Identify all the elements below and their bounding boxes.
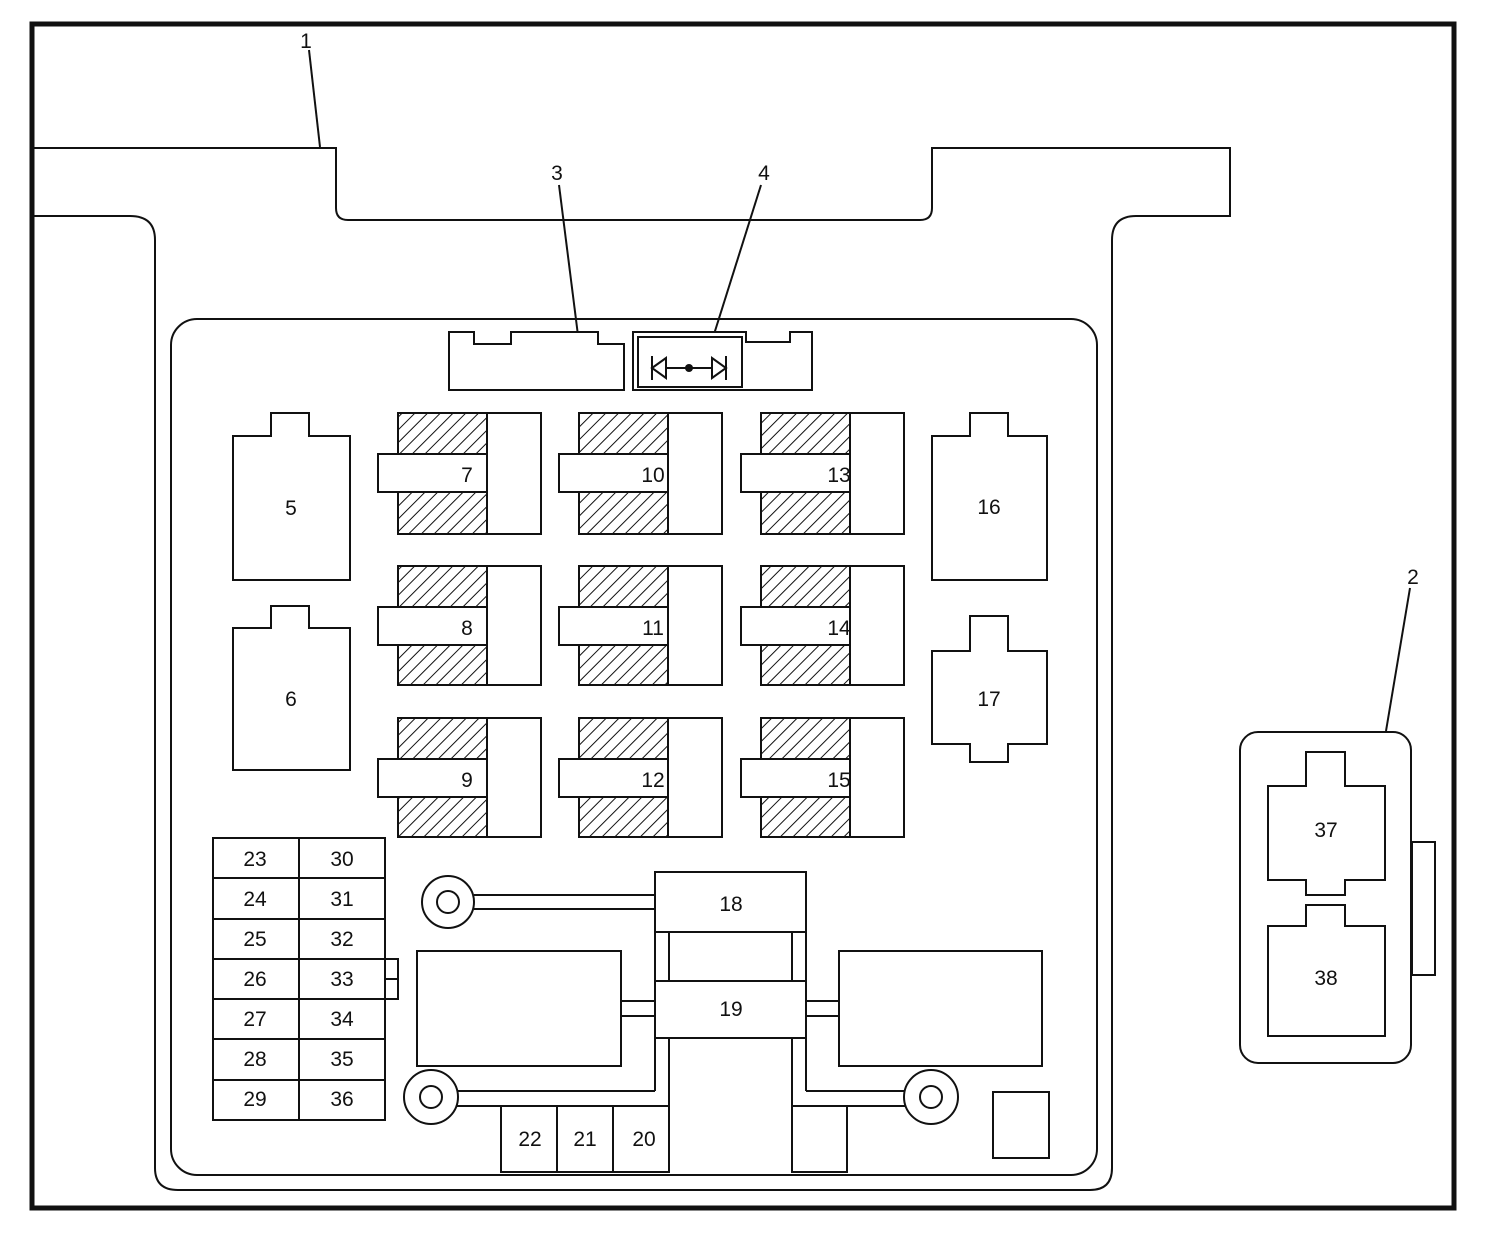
fuse-20: 20 (632, 1128, 655, 1151)
fusible-block-12: 12 (558, 717, 723, 838)
fusible-block-7-label: 7 (461, 464, 473, 487)
fusible-block-11: 11 (558, 565, 723, 686)
fuse-30: 30 (330, 848, 353, 871)
callout-3: 3 (551, 162, 563, 185)
relay-5: 5 (232, 412, 351, 581)
fusible-block-11-label: 11 (642, 617, 664, 640)
component-18-label: 18 (719, 893, 742, 916)
fuse-34: 34 (330, 1008, 354, 1031)
fuse-23: 23 (243, 848, 266, 871)
fusible-block-15: 15 (740, 717, 905, 838)
fuse-27: 27 (243, 1008, 266, 1031)
fuse-36: 36 (330, 1088, 353, 1111)
connector-3 (448, 331, 625, 391)
fusible-block-15-label: 15 (827, 769, 850, 792)
fusible-block-10: 10 (558, 412, 723, 535)
fuse-22: 22 (518, 1128, 541, 1151)
component-19-label: 19 (719, 998, 742, 1021)
relay-16-label: 16 (977, 496, 1000, 519)
diode-connector-4 (632, 331, 813, 391)
fusible-block-13: 13 (740, 412, 905, 535)
relay-16: 16 (931, 412, 1048, 581)
fuse-33: 33 (330, 968, 353, 991)
fuse-28: 28 (243, 1048, 266, 1071)
fuse-29: 29 (243, 1088, 266, 1111)
relay-6: 6 (232, 605, 351, 771)
fusible-block-8-label: 8 (461, 617, 473, 640)
fuse-35: 35 (330, 1048, 353, 1071)
fusible-block-9-label: 9 (461, 769, 473, 792)
relay-6-label: 6 (285, 688, 297, 711)
fuse-31: 31 (330, 888, 353, 911)
callout-1: 1 (300, 30, 312, 53)
relay-17: 17 (931, 615, 1048, 763)
relay-17-label: 17 (977, 688, 1000, 711)
fuse-32: 32 (330, 928, 353, 951)
relay-block-2: 37 38 (1239, 731, 1436, 1064)
fuse-26: 26 (243, 968, 266, 991)
callout-2: 2 (1407, 566, 1419, 589)
diagram-frame (29, 21, 1457, 1211)
bus-assembly: 18 19 22 21 20 (403, 871, 1050, 1173)
fusible-block-13-label: 13 (827, 464, 850, 487)
fuse-21: 21 (573, 1128, 596, 1151)
fusible-block-10-label: 10 (641, 464, 664, 487)
fusible-block-14: 14 (740, 565, 905, 686)
fusible-block-8: 8 (377, 565, 542, 686)
callout-4: 4 (758, 162, 770, 185)
relay-37-label: 37 (1314, 819, 1337, 842)
fuse-24: 24 (243, 888, 267, 911)
fuse-grid: 23 24 25 26 27 28 29 30 31 32 33 34 35 3… (212, 837, 399, 1121)
relay-5-label: 5 (285, 497, 297, 520)
fusible-block-14-label: 14 (827, 617, 851, 640)
fusible-block-9: 9 (377, 717, 542, 838)
fusible-block-12-label: 12 (641, 769, 664, 792)
fuse-box-tray (170, 318, 1098, 1176)
relay-38-label: 38 (1314, 967, 1337, 990)
housing-bracket (34, 147, 1231, 1191)
fuse-25: 25 (243, 928, 266, 951)
fusible-block-7: 7 (377, 412, 542, 535)
